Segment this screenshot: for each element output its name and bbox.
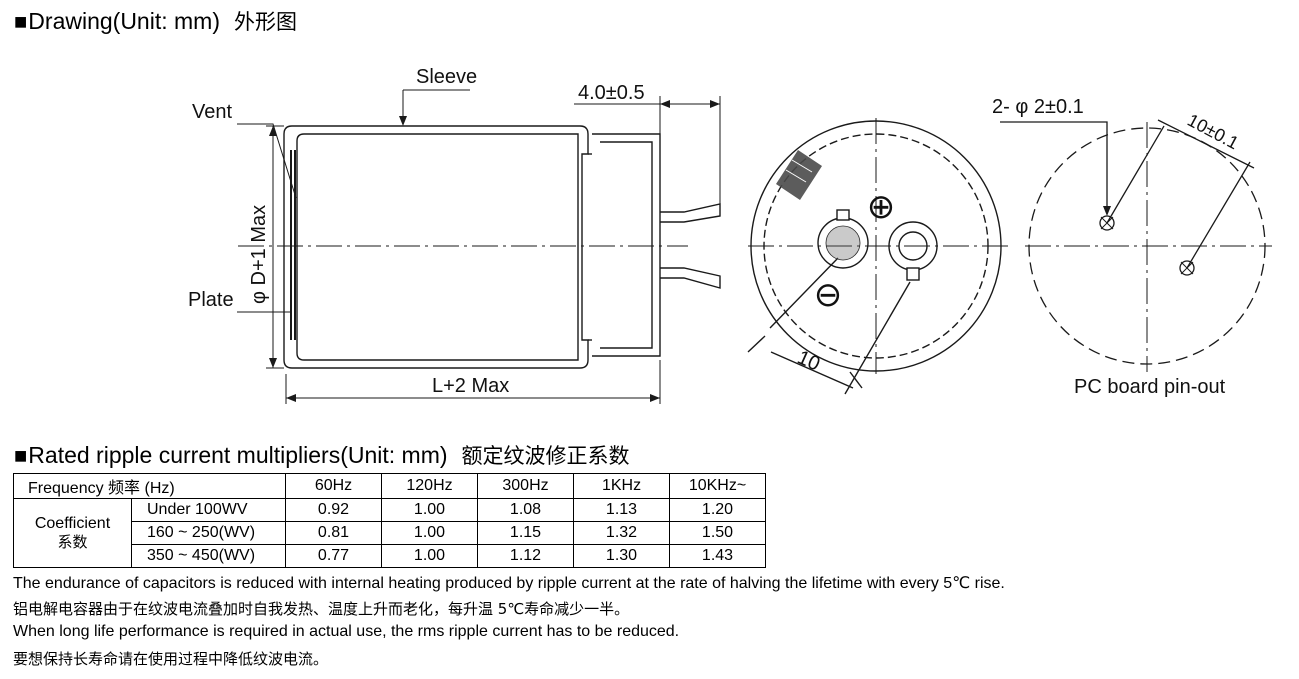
value-cell: 1.15: [477, 521, 574, 545]
coefficient-label: Coefficient: [34, 515, 111, 532]
lead-length-label: 4.0±0.5: [578, 82, 645, 104]
freq-header-cell: 120Hz: [381, 473, 478, 499]
value-cell: 1.50: [669, 521, 766, 545]
voltage-range-cell: Under 100WV: [131, 498, 286, 522]
pitch-label: 10: [794, 346, 823, 375]
plus-symbol: ⊕: [867, 188, 896, 226]
ripple-multiplier-table: Frequency 频率 (Hz) 60Hz 120Hz 300Hz 1KHz …: [13, 473, 766, 568]
freq-header-cell: 60Hz: [285, 473, 382, 499]
minus-symbol: ⊖: [814, 276, 843, 314]
ripple-title-cn: 额定纹波修正系数: [461, 444, 630, 468]
vent-label: Vent: [192, 101, 232, 123]
value-cell: 1.43: [669, 544, 766, 568]
note-endurance-cn: 铝电解电容器由于在纹波电流叠加时自我发热、温度上升而老化，每升温 5℃寿命减少一…: [13, 600, 630, 618]
ripple-title-text: Rated ripple current multipliers(Unit: m…: [28, 442, 448, 468]
coefficient-label-cn: 系数: [57, 533, 88, 551]
voltage-range-cell: 350 ~ 450(WV): [131, 544, 286, 568]
freq-header-cell: 10KHz~: [669, 473, 766, 499]
value-cell: 1.20: [669, 498, 766, 522]
coefficient-header: Coefficient 系数: [13, 498, 132, 568]
hole-pitch-label: 10±0.1: [1184, 110, 1242, 153]
value-cell: 1.30: [573, 544, 670, 568]
note-endurance-en: The endurance of capacitors is reduced w…: [13, 575, 1005, 592]
value-cell: 0.77: [285, 544, 382, 568]
table-row: 160 ~ 250(WV) 0.81 1.00 1.15 1.32 1.50: [14, 521, 766, 545]
plate-label: Plate: [188, 289, 234, 311]
value-cell: 1.00: [381, 544, 478, 568]
hole-label: 2- φ 2±0.1: [992, 96, 1084, 118]
value-cell: 1.32: [573, 521, 670, 545]
drawing-title-cn: 外形图: [233, 10, 297, 34]
freq-header-cell: 1KHz: [573, 473, 670, 499]
square-bullet-icon: ■: [14, 9, 28, 34]
sleeve-label: Sleeve: [416, 66, 477, 88]
value-cell: 1.00: [381, 521, 478, 545]
capacitor-drawing: Sleeve Vent Plate φ D+1 Max L+2 Max 4.0±…: [188, 66, 1272, 404]
pcb-caption: PC board pin-out: [1074, 376, 1226, 398]
section-drawing-title: ■Drawing(Unit: mm) 外形图: [14, 6, 297, 36]
frequency-header: Frequency 频率 (Hz): [13, 473, 286, 499]
table-row: 350 ~ 450(WV) 0.77 1.00 1.12 1.30 1.43: [14, 544, 766, 568]
table-header-row: Frequency 频率 (Hz) 60Hz 120Hz 300Hz 1KHz …: [13, 473, 766, 499]
diameter-label: φ D+1 Max: [248, 205, 270, 304]
value-cell: 1.12: [477, 544, 574, 568]
note-long-life-en: When long life performance is required i…: [13, 623, 680, 640]
table-row: Coefficient 系数 Under 100WV 0.92 1.00 1.0…: [13, 498, 766, 568]
value-cell: 0.81: [285, 521, 382, 545]
freq-header-cell: 300Hz: [477, 473, 574, 499]
value-cell: 1.00: [381, 498, 478, 522]
value-cell: 0.92: [285, 498, 382, 522]
length-label: L+2 Max: [432, 375, 509, 397]
section-ripple-title: ■Rated ripple current multipliers(Unit: …: [14, 440, 630, 470]
drawing-title-text: Drawing(Unit: mm): [28, 8, 220, 34]
square-bullet-icon: ■: [14, 443, 28, 468]
value-cell: 1.08: [477, 498, 574, 522]
note-long-life-cn: 要想保持长寿命请在使用过程中降低纹波电流。: [13, 650, 329, 668]
voltage-range-cell: 160 ~ 250(WV): [131, 521, 286, 545]
value-cell: 1.13: [573, 498, 670, 522]
